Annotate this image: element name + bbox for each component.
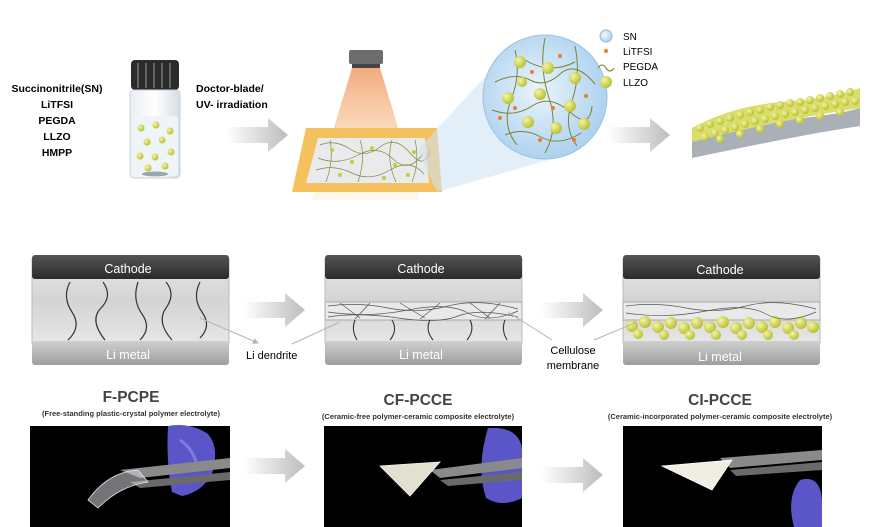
ingredient-llzo: LLZO [43,131,70,143]
vial-icon [129,60,181,179]
arrow-icon [608,118,670,152]
ingredient-sn: Succinonitrile(SN) [11,83,102,95]
cathode-label: Cathode [104,262,151,276]
arrow-icon [243,293,305,327]
annotation-cellulose: Cellulose [550,345,595,357]
sn-circle-icon [599,29,613,43]
legend-label-pegda: PEGDA [623,62,658,73]
annotation-li-dendrite: Li dendrite [246,350,297,362]
arrow-icon [541,458,603,492]
anode-label: Li metal [106,348,150,362]
cathode-label: Cathode [696,263,743,277]
orange-dot-icon [604,49,608,53]
process-label: Doctor-blade/ UV- irradiation [196,83,268,111]
sample-titles: F-PCPE (Free-standing plastic-crystal po… [42,389,833,421]
subtitle-ci-pcce: (Ceramic-incorporated polymer-ceramic co… [608,412,833,421]
legend: SN LiTFSI PEGDA LLZO [597,29,658,89]
legend-label-litfsi: LiTFSI [623,47,652,58]
yellow-sphere-icon [600,76,612,88]
ingredient-list: Succinonitrile(SN) LiTFSI PEGDA LLZO HMP… [11,83,102,159]
cathode-label: Cathode [397,262,444,276]
annotation-lines [199,311,638,345]
arrow-icon [226,118,288,152]
process-line-2: UV- irradiation [196,99,268,111]
zoomed-structure [482,34,608,160]
arrow-icon [243,449,305,483]
cell-ci-pcce: Cathode Li metal [622,255,821,365]
subtitle-cf-pcce: (Ceramic-free polymer-ceramic composite … [322,412,515,421]
title-f-pcpe: F-PCPE [103,389,160,406]
wavy-line-icon [597,64,615,72]
cell-cf-pcce: Cathode Li metal [324,255,523,365]
ingredient-pegda: PEGDA [38,115,76,127]
arrow-icon [541,293,603,327]
ingredient-hmpp: HMPP [42,147,72,159]
cast-film-icon [292,128,442,192]
anode-label: Li metal [698,350,742,364]
photo-ci-pcce [623,426,822,527]
annotation-membrane: membrane [547,360,600,372]
anode-label: Li metal [399,348,443,362]
title-ci-pcce: CI-PCCE [688,392,752,409]
process-line-1: Doctor-blade/ [196,83,264,95]
title-cf-pcce: CF-PCCE [384,392,453,409]
legend-label-sn: SN [623,32,637,43]
composite-film-icon [692,88,860,158]
legend-label-llzo: LLZO [623,78,648,89]
ingredient-litfsi: LiTFSI [41,99,73,111]
photo-cf-pcce [324,426,522,527]
photo-f-pcpe [30,425,230,527]
subtitle-f-pcpe: (Free-standing plastic-crystal polymer e… [42,409,220,418]
cell-f-pcpe: Cathode Li metal [31,255,230,365]
